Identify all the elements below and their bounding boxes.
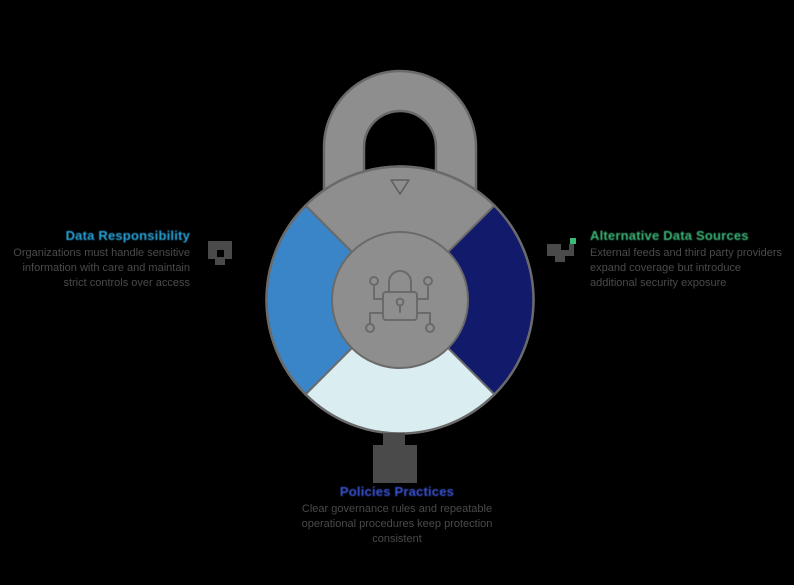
padlock-circuit-icon <box>365 270 435 333</box>
callout-bottom-title: Policies Practices <box>339 484 455 499</box>
callout-left-body: Organizations must handle sensitive info… <box>13 247 190 289</box>
triangle-down-icon <box>389 178 411 196</box>
callout-left: Data Responsibility Organizations must h… <box>12 228 240 291</box>
callout-right: Alternative Data Sources External feeds … <box>540 228 784 291</box>
network-nodes-icon <box>540 236 580 276</box>
padlock-body-foot <box>365 427 435 487</box>
lock-shield-icon <box>200 236 240 276</box>
callout-bottom-body: Clear governance rules and repeatable op… <box>301 503 493 545</box>
callout-right-body: External feeds and third party providers… <box>590 247 782 289</box>
ring-hub <box>331 231 469 369</box>
callout-bottom: Policies Practices Clear governance rule… <box>277 484 517 547</box>
callout-right-title: Alternative Data Sources <box>590 228 749 243</box>
padlock-graphic <box>265 55 535 483</box>
callout-left-title: Data Responsibility <box>65 228 190 243</box>
